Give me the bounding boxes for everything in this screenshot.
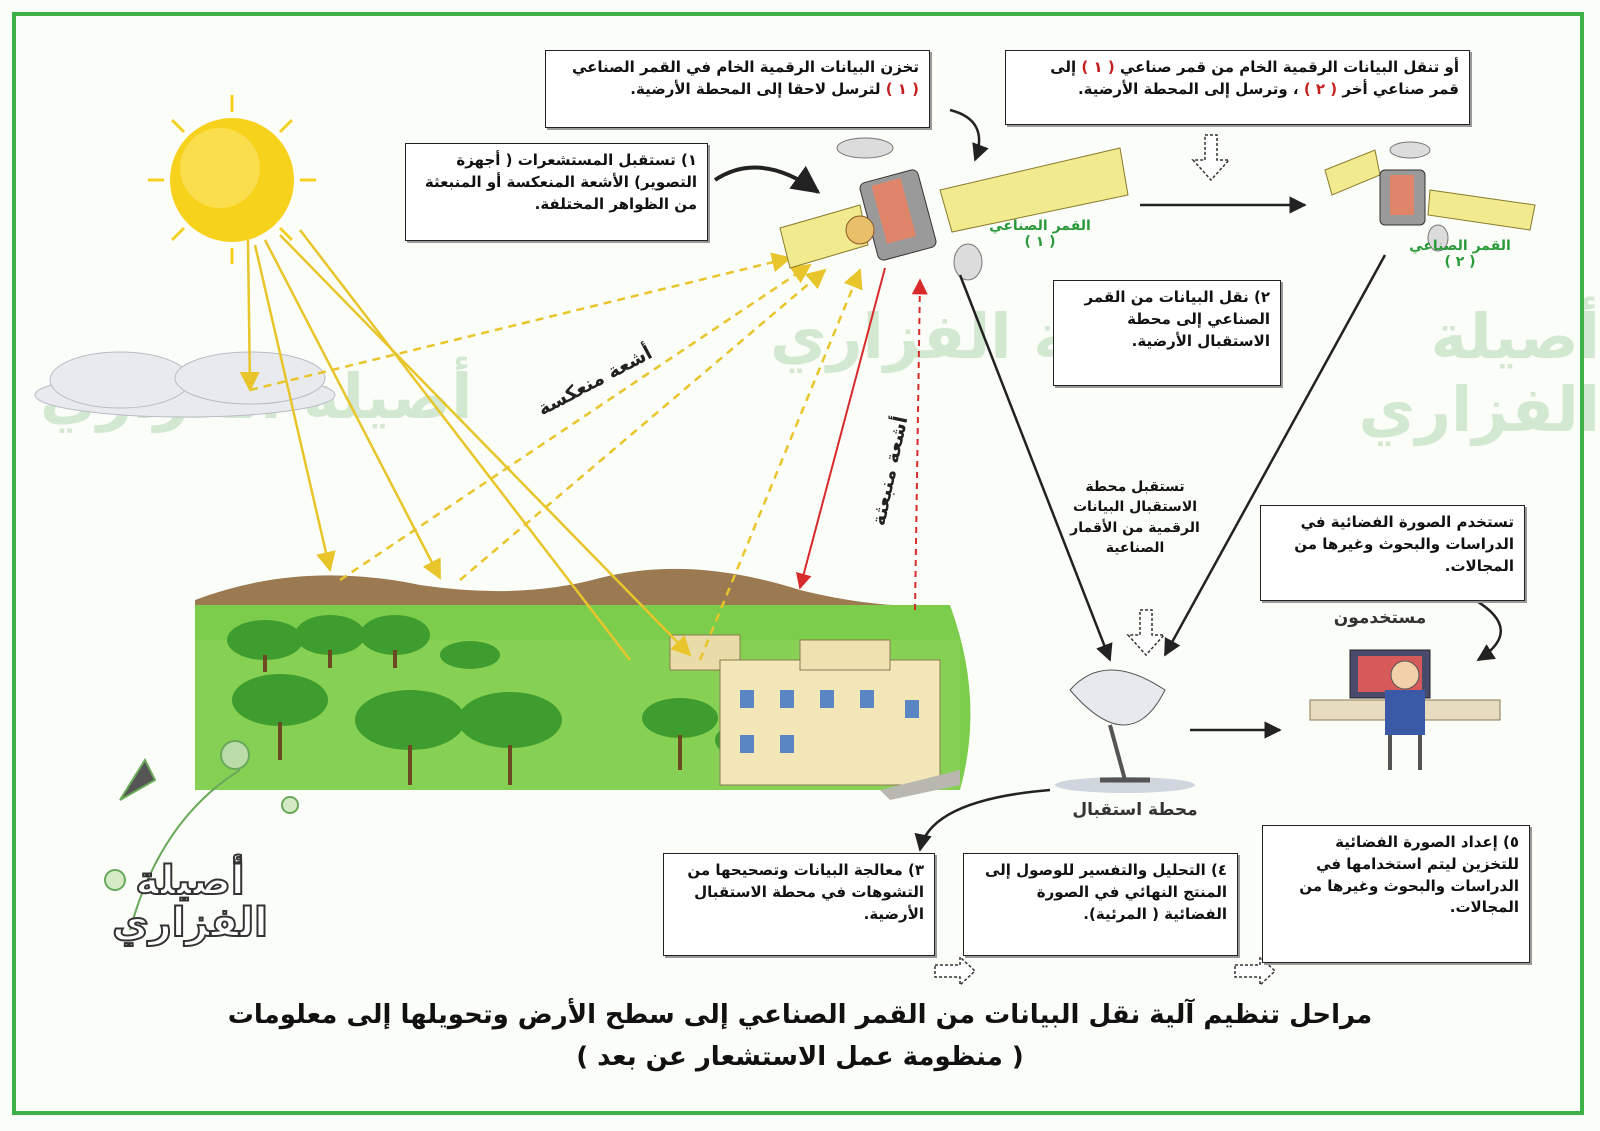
box-users-use: تستخدم الصورة الفضائية في الدراسات والبح… [1260,505,1525,601]
satellite-2 [1324,141,1536,252]
page-subtitle: ( منظومة عمل الاستشعار عن بعد ) [576,1042,1024,1072]
sun-rays [239,229,692,661]
user-at-computer [1309,649,1501,770]
box-step4: ٤) التحليل والتفسير للوصول إلى المنتج ال… [963,853,1238,956]
box-transfer-ref1: ( ١ ) [1081,58,1115,76]
satellite-1 [779,137,1129,281]
station-label: محطة استقبال [1072,800,1198,820]
box-store-line2: ( ١ ) لترسل لاحقا إلى المحطة الأرضية. [556,79,919,101]
logo-line1: أصيلة [134,858,245,904]
reflected-rays [249,252,863,661]
watermark: أصيلة الفزاري [1358,300,1600,446]
box-station-receive: تستقبل محطة الاستقبال البيانات الرقمية م… [1070,479,1200,556]
page-frame [12,12,1584,1115]
logo-flowers [104,740,299,931]
satellite-2-number: ( ٢ ) [1444,254,1476,270]
hollow-arrows [934,134,1277,987]
satellite-2-name: القمر الصناعي [1409,238,1511,254]
satellite-1-name: القمر الصناعي [989,218,1091,234]
receiving-station-dish [1055,669,1195,793]
box-step3: ٣) معالجة البيانات وتصحيحها من التشوهات … [663,853,935,956]
box-transfer-line1-a: أو تنقل البيانات الرقمية الخام من قمر صن… [1119,58,1459,76]
box-transfer-satellite: أو تنقل البيانات الرقمية الخام من قمر صن… [1005,50,1470,125]
box-transfer-line1: أو تنقل البيانات الرقمية الخام من قمر صن… [1016,57,1459,79]
satellite-2-label: القمر الصناعي ( ٢ ) [1395,238,1525,270]
box-store-satellite-ref: ( ١ ) [885,79,919,98]
landscape [195,568,971,800]
users-label: مستخدمون [1333,608,1427,628]
box-transfer-line2: قمر صناعي أخر ( ٢ ) ، وترسل إلى المحطة ا… [1016,79,1459,101]
logo-text: أصيلة الفزاري [90,858,290,946]
box-transfer-line2-b: ، وترسل إلى المحطة الأرضية. [1077,79,1299,98]
box-step1: ١) تستقبل المستشعرات ( أجهزة التصوير) ال… [405,143,708,241]
emitted-rays [795,267,928,611]
logo-line2: الفزاري [111,900,269,946]
sun [148,95,316,264]
box-store-satellite-1: تخزن البيانات الرقمية الخام في القمر الص… [545,50,930,128]
page-title: مراحل تنظيم آلية نقل البيانات من القمر ا… [227,1000,1373,1030]
satellite-1-number: ( ١ ) [1024,234,1056,250]
box-transfer-line2-a: قمر صناعي أخر [1342,79,1459,98]
box-transfer-line1-b: إلى [1050,58,1077,76]
flow-arrows [713,108,1502,852]
satellite-1-label: القمر الصناعي ( ١ ) [975,218,1105,250]
box-store-line2-text: لترسل لاحقا إلى المحطة الأرضية. [630,79,886,98]
box-store-line1: تخزن البيانات الرقمية الخام في القمر الص… [572,58,919,76]
box-step5: ٥) إعداد الصورة الفضائية للتخزين ليتم اس… [1262,825,1530,963]
box-step2: ٢) نقل البيانات من القمر الصناعي إلى محط… [1053,280,1281,386]
box-transfer-ref2: ( ٢ ) [1303,79,1338,98]
